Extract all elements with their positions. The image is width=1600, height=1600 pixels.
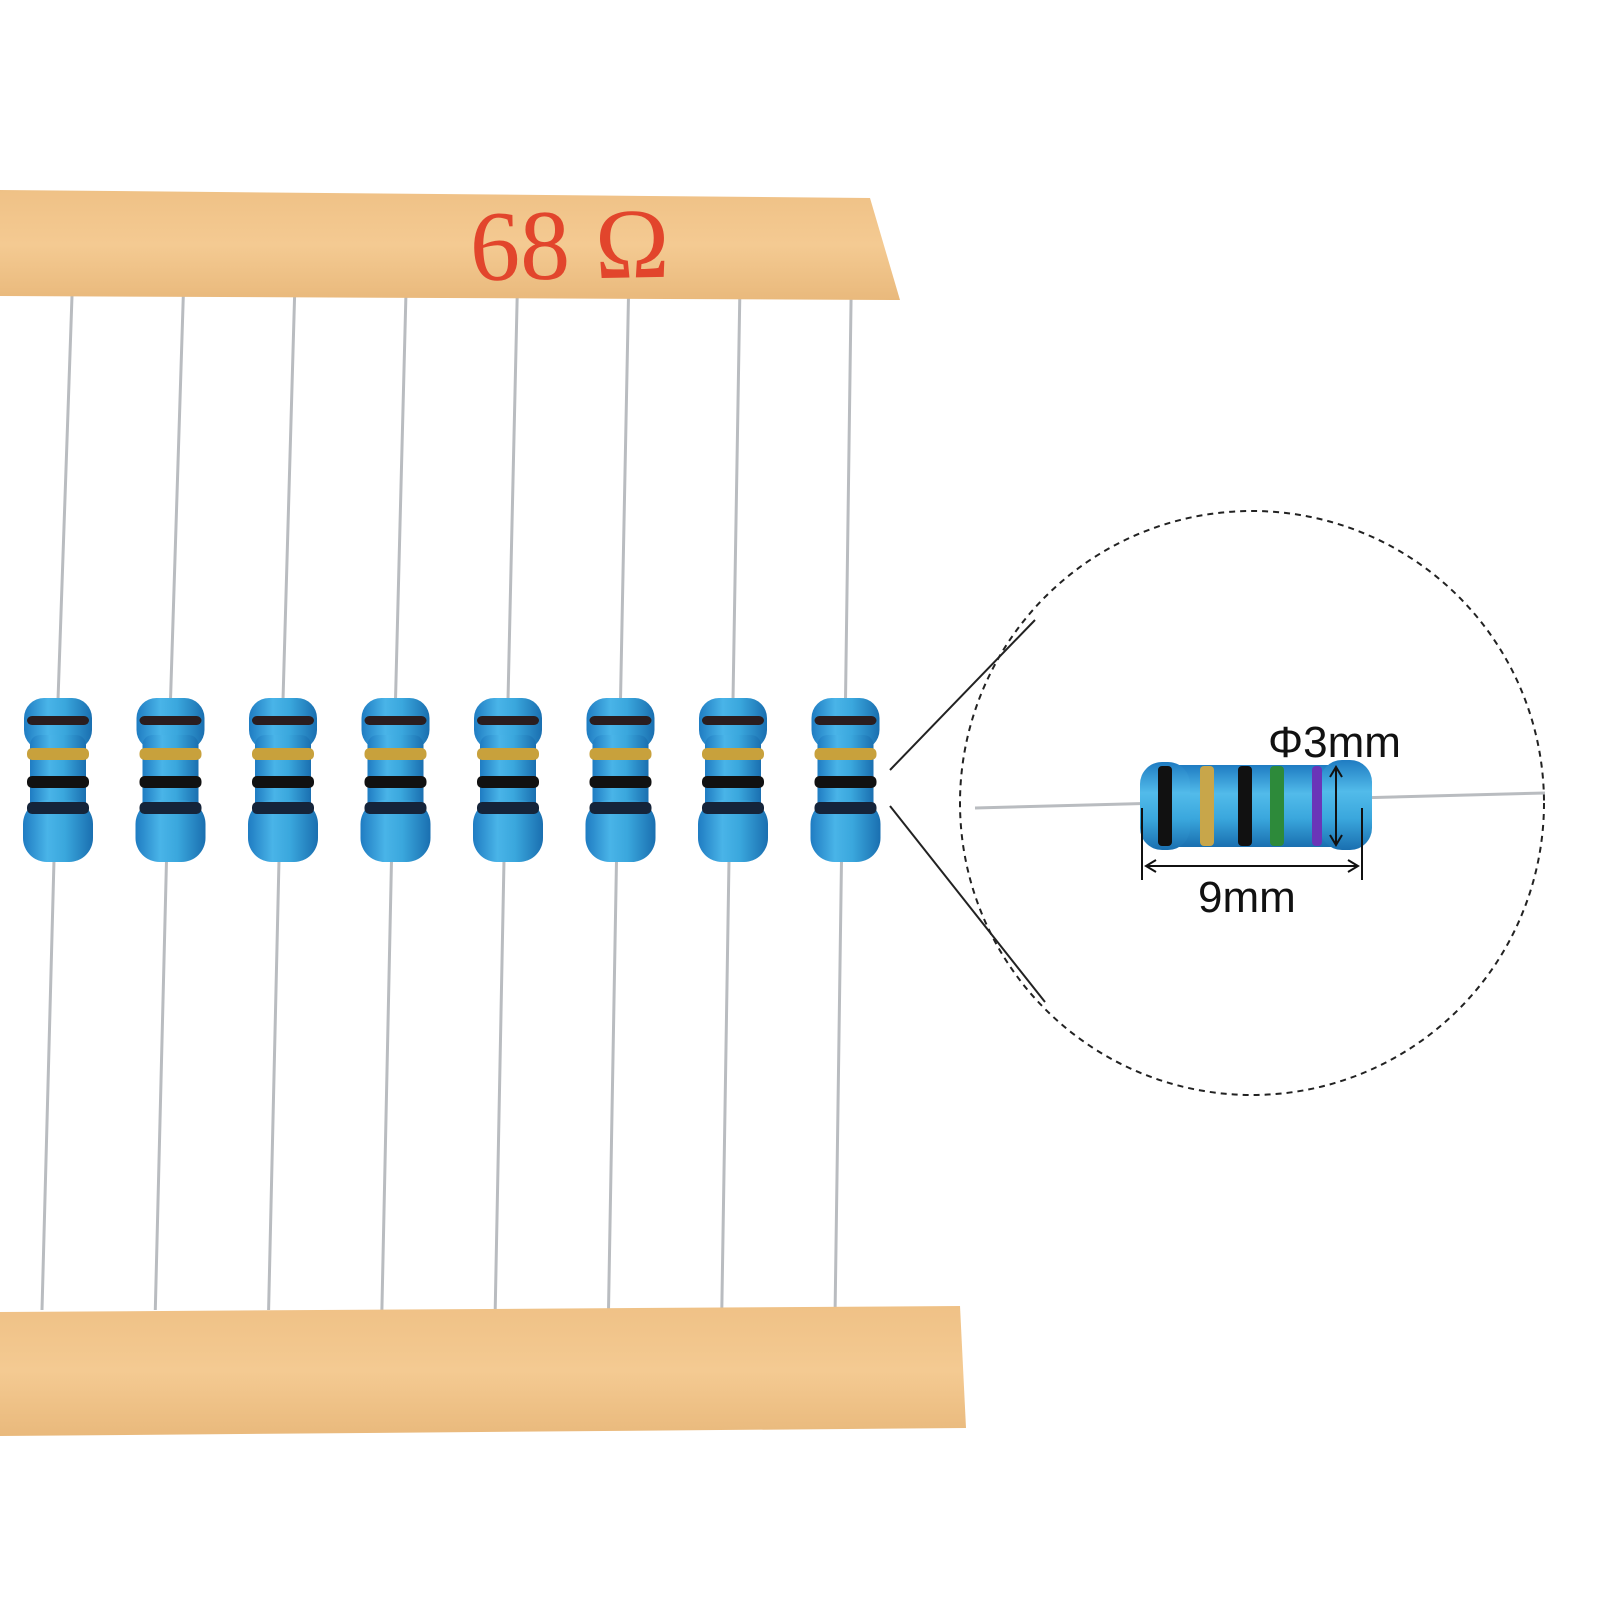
- resistor: [585, 698, 656, 862]
- color-band: [589, 802, 652, 814]
- color-band: [589, 748, 652, 760]
- color-band: [702, 716, 764, 725]
- resistor-leads: [40, 295, 853, 1311]
- color-band: [477, 776, 539, 788]
- color-band: [252, 716, 314, 725]
- detail-resistor: [974, 760, 1546, 850]
- dimension-lines: [1141, 765, 1363, 880]
- resistor-lead: [607, 295, 630, 1311]
- length-label: 9mm: [1198, 873, 1296, 922]
- resistor: [360, 698, 431, 862]
- detail-color-bands: [1158, 766, 1322, 846]
- resistor: [23, 698, 93, 862]
- tape-resistance-label: 68 Ω: [469, 188, 670, 302]
- color-band: [139, 748, 202, 760]
- resistor: [810, 698, 881, 862]
- resistor-lead: [833, 295, 853, 1311]
- top-tape: [0, 190, 900, 300]
- color-band: [27, 716, 89, 725]
- color-band: [477, 716, 539, 725]
- color-band: [252, 776, 314, 788]
- resistor-lead: [493, 295, 519, 1311]
- detail-color-band: [1238, 766, 1252, 846]
- color-band: [702, 802, 764, 814]
- color-band: [364, 716, 427, 725]
- resistor: [248, 698, 318, 862]
- color-band: [139, 776, 202, 788]
- resistor-lead: [153, 295, 185, 1311]
- resistor-lead: [720, 295, 742, 1311]
- color-band: [364, 748, 427, 760]
- color-band: [589, 716, 652, 725]
- color-band: [477, 802, 539, 814]
- color-band: [589, 776, 652, 788]
- resistor-lead: [380, 295, 408, 1311]
- color-band: [702, 748, 764, 760]
- color-band: [252, 802, 314, 814]
- callout-line-bottom: [889, 805, 1046, 1003]
- resistor: [698, 698, 768, 862]
- callout-line-top: [889, 619, 1036, 771]
- color-band: [364, 802, 427, 814]
- resistor-strip: [23, 698, 881, 862]
- resistor-lead: [267, 295, 297, 1311]
- color-band: [27, 748, 89, 760]
- color-band: [364, 776, 427, 788]
- color-band: [252, 748, 314, 760]
- color-band: [27, 802, 89, 814]
- resistor-lead: [40, 295, 74, 1311]
- color-band: [814, 716, 877, 725]
- color-band: [477, 748, 539, 760]
- detail-color-band: [1200, 766, 1214, 846]
- resistor: [473, 698, 543, 862]
- color-band: [814, 748, 877, 760]
- diameter-label: Φ3mm: [1268, 718, 1401, 767]
- color-band: [702, 776, 764, 788]
- zoom-callout: Φ3mm 9mm: [889, 510, 1546, 1096]
- color-band: [814, 802, 877, 814]
- bottom-tape: [0, 1306, 966, 1436]
- detail-color-band: [1312, 766, 1322, 846]
- color-band: [27, 776, 89, 788]
- detail-color-band: [1270, 766, 1284, 846]
- resistor: [135, 698, 206, 862]
- color-band: [139, 716, 202, 725]
- color-band: [139, 802, 202, 814]
- detail-color-band: [1158, 766, 1172, 846]
- color-band: [814, 776, 877, 788]
